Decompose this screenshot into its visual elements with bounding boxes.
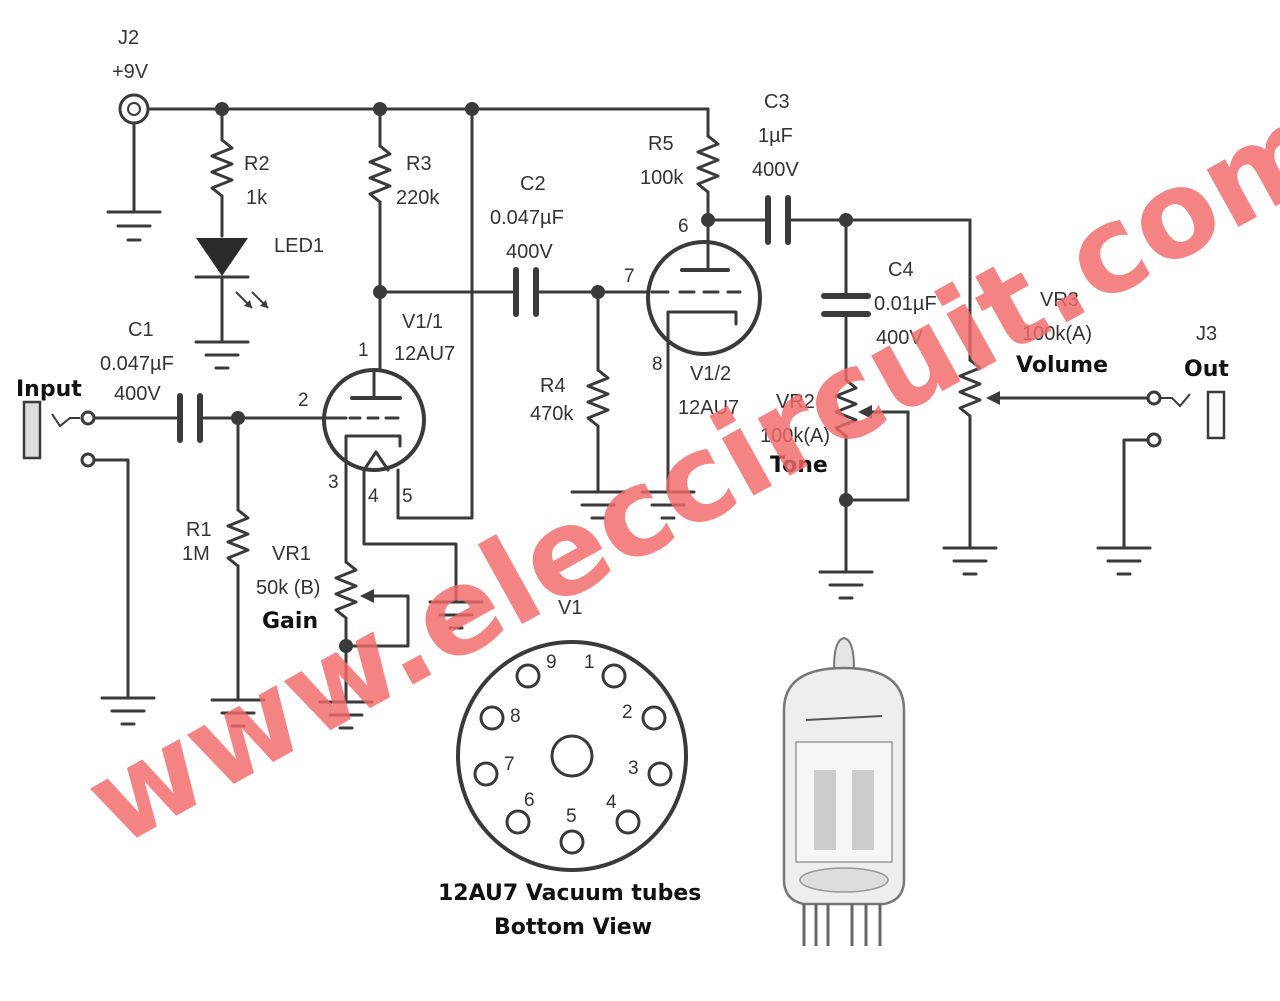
r3-label: R3 bbox=[406, 153, 432, 175]
ground-symbol bbox=[570, 490, 626, 520]
r1-label: R1 bbox=[186, 519, 212, 541]
c1-value: 0.047µF bbox=[100, 353, 174, 375]
r4-value: 470k bbox=[530, 403, 574, 425]
tube-subtitle: Bottom View bbox=[494, 915, 652, 940]
gain-label: Gain bbox=[262, 609, 318, 634]
v1-2-tube bbox=[640, 240, 762, 520]
v1-1-tube bbox=[322, 368, 426, 472]
c2-label: C2 bbox=[520, 173, 546, 195]
c4-voltage: 400V bbox=[876, 327, 923, 349]
power-rail bbox=[146, 102, 710, 116]
base-pin-label: 6 bbox=[524, 790, 535, 811]
input-label: Input bbox=[16, 377, 82, 402]
r2-label: R2 bbox=[244, 153, 270, 175]
r1-value: 1M bbox=[182, 543, 210, 565]
ground-symbol bbox=[1096, 546, 1152, 576]
j3-output-jack bbox=[1096, 390, 1226, 576]
vr1-label: VR1 bbox=[272, 543, 311, 565]
c4-value: 0.01µF bbox=[874, 293, 937, 315]
ground-symbol bbox=[106, 210, 162, 242]
j2-jack bbox=[106, 93, 162, 242]
pin-7-label: 7 bbox=[624, 266, 635, 287]
vr2-value: 100k(A) bbox=[760, 425, 830, 447]
pin-1-label: 1 bbox=[358, 340, 369, 361]
ground-symbol bbox=[318, 700, 374, 730]
c3-value: 1µF bbox=[758, 125, 793, 147]
vr3-potentiometer bbox=[942, 358, 1150, 576]
c2-value: 0.047µF bbox=[490, 207, 564, 229]
c1-voltage: 400V bbox=[114, 383, 161, 405]
v1-1-label: V1/1 bbox=[402, 311, 443, 333]
vr2-label: VR2 bbox=[776, 391, 815, 413]
vr1-potentiometer bbox=[318, 468, 484, 730]
vr1-value: 50k (B) bbox=[256, 577, 320, 599]
c1-capacitor bbox=[92, 393, 328, 443]
tube-base-pinout bbox=[456, 640, 688, 872]
c1-label: C1 bbox=[128, 319, 154, 341]
ground-symbol bbox=[818, 570, 874, 600]
j2-voltage-label: +9V bbox=[112, 61, 149, 83]
j3-label: J3 bbox=[1196, 323, 1217, 345]
r3-value: 220k bbox=[396, 187, 440, 209]
v1-2-type: 12AU7 bbox=[678, 397, 739, 419]
r5-value: 100k bbox=[640, 167, 684, 189]
pin-3-label: 3 bbox=[328, 472, 339, 493]
j2-label: J2 bbox=[118, 27, 139, 49]
base-pin-label: 9 bbox=[546, 652, 557, 673]
r2-resistor bbox=[210, 107, 234, 238]
tube-illustration bbox=[782, 636, 906, 946]
tone-label: Tone bbox=[770, 453, 828, 478]
ground-symbol bbox=[942, 546, 998, 576]
c2-capacitor bbox=[378, 267, 650, 317]
r1-resistor bbox=[210, 416, 266, 728]
base-pin-label: 4 bbox=[606, 792, 617, 813]
c3-voltage: 400V bbox=[752, 159, 799, 181]
base-pin-label: 8 bbox=[510, 706, 521, 727]
ground-symbol bbox=[210, 698, 266, 728]
pin-2-label: 2 bbox=[298, 390, 309, 411]
out-label: Out bbox=[1184, 357, 1229, 382]
tube-title: 12AU7 Vacuum tubes bbox=[438, 881, 701, 906]
led1-label: LED1 bbox=[274, 235, 324, 257]
ground-symbol bbox=[100, 696, 156, 726]
input-jack bbox=[22, 400, 156, 726]
vr3-label: VR3 bbox=[1040, 289, 1079, 311]
r4-resistor bbox=[570, 290, 626, 520]
ground-symbol bbox=[428, 600, 484, 630]
r2-value: 1k bbox=[246, 187, 268, 209]
pin-5-label: 5 bbox=[402, 486, 413, 507]
c4-label: C4 bbox=[888, 259, 914, 281]
r4-label: R4 bbox=[540, 375, 566, 397]
v1-2-label: V1/2 bbox=[690, 363, 731, 385]
led1-diode bbox=[194, 238, 269, 370]
pin-8-label: 8 bbox=[652, 354, 663, 375]
r5-label: R5 bbox=[648, 133, 674, 155]
c3-label: C3 bbox=[764, 91, 790, 113]
r3-resistor bbox=[368, 107, 392, 372]
base-pin-label: 1 bbox=[584, 652, 595, 673]
c4-capacitor bbox=[821, 218, 871, 382]
base-pin-label: 5 bbox=[566, 806, 577, 827]
pin-4-label: 4 bbox=[368, 486, 379, 507]
v1-label: V1 bbox=[558, 597, 582, 619]
pin-6-label: 6 bbox=[678, 216, 689, 237]
c2-voltage: 400V bbox=[506, 241, 553, 263]
volume-label: Volume bbox=[1016, 353, 1108, 378]
c3-capacitor bbox=[706, 195, 972, 362]
pin5-wire bbox=[396, 107, 474, 520]
v1-1-type: 12AU7 bbox=[394, 343, 455, 365]
vr3-value: 100k(A) bbox=[1022, 323, 1092, 345]
vr2-potentiometer bbox=[818, 378, 910, 600]
base-pin-label: 7 bbox=[504, 754, 515, 775]
base-pin-label: 2 bbox=[622, 702, 633, 723]
base-pin-label: 3 bbox=[628, 758, 639, 779]
ground-symbol bbox=[640, 490, 696, 520]
ground-symbol bbox=[194, 340, 250, 370]
